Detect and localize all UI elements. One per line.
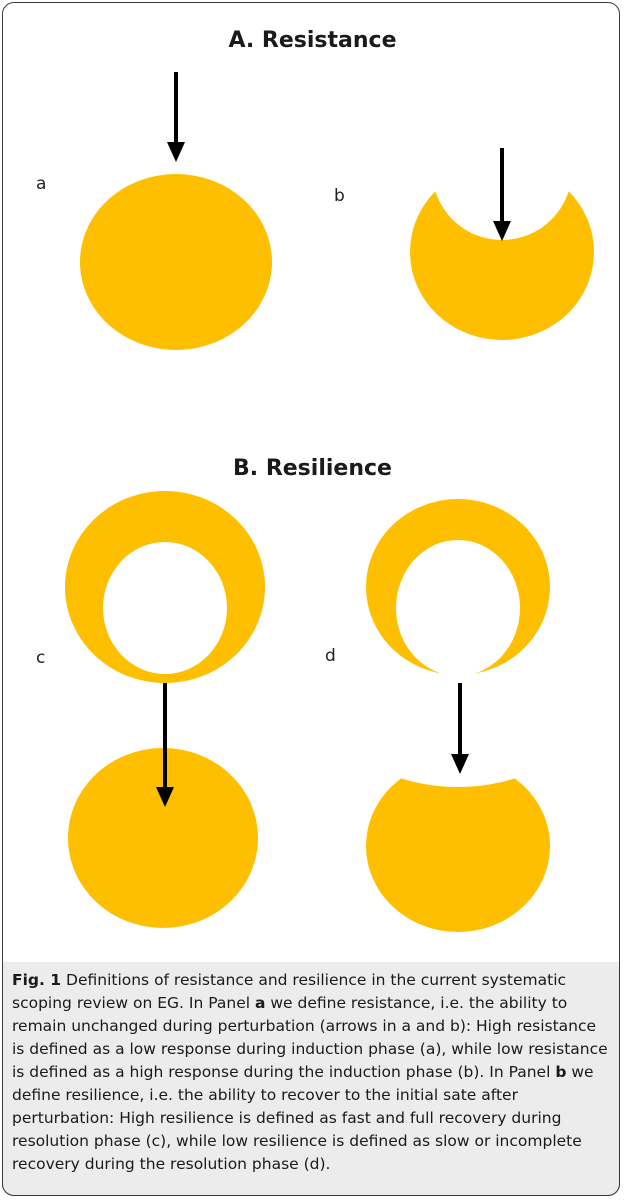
shape-c-crescent	[65, 491, 265, 683]
caption-text-2: we define resistance, i.e. the ability t…	[12, 994, 608, 1081]
label-b: b	[334, 186, 345, 206]
label-d: d	[325, 646, 336, 666]
arrow-b	[493, 148, 511, 241]
diagram-canvas	[65, 72, 594, 932]
label-a: a	[36, 174, 47, 194]
panel-a-title: A. Resistance	[228, 28, 397, 53]
caption-panel-a: a	[254, 994, 266, 1012]
fig-label: Fig. 1	[12, 971, 62, 989]
arrow-a	[167, 72, 185, 162]
caption-panel-b: b	[555, 1063, 567, 1081]
shape-c-recovered-circle	[68, 748, 258, 928]
label-c: c	[36, 648, 46, 668]
shape-a-full-circle	[80, 174, 272, 350]
shape-b-crescent	[410, 164, 594, 340]
panel-b-title: B. Resilience	[233, 456, 392, 481]
shape-d-partial	[366, 760, 550, 932]
caption-text-1: Definitions of resistance and resilience…	[12, 971, 567, 1012]
arrow-d	[451, 683, 469, 774]
figure-caption: Fig. 1 Definitions of resistance and res…	[12, 969, 612, 1176]
arrow-c	[156, 683, 174, 807]
caption-box	[2, 962, 620, 1196]
caption-text-3: we define resilience, i.e. the ability t…	[12, 1063, 594, 1173]
shape-d-crescent	[366, 499, 550, 675]
